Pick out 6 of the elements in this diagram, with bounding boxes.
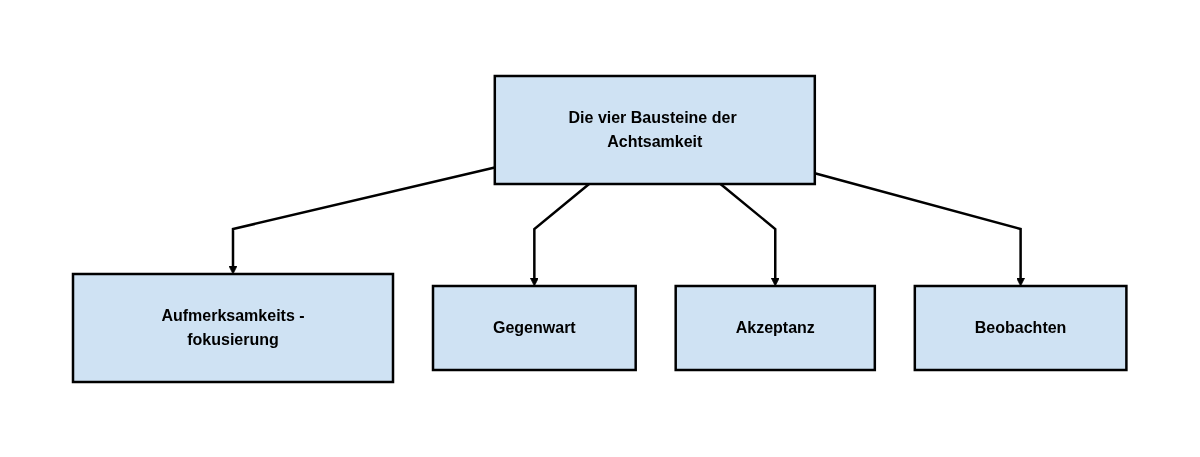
node-box: Aufmerksamkeits -fokusierung	[72, 272, 395, 383]
arrow	[228, 165, 496, 274]
node-box: Akzeptanz	[674, 284, 877, 371]
node-box: Gegenwart	[432, 284, 638, 371]
node-box: Die vier Bausteine der Achtsamkeit	[493, 74, 817, 185]
node-box: Beobachten	[913, 284, 1128, 371]
